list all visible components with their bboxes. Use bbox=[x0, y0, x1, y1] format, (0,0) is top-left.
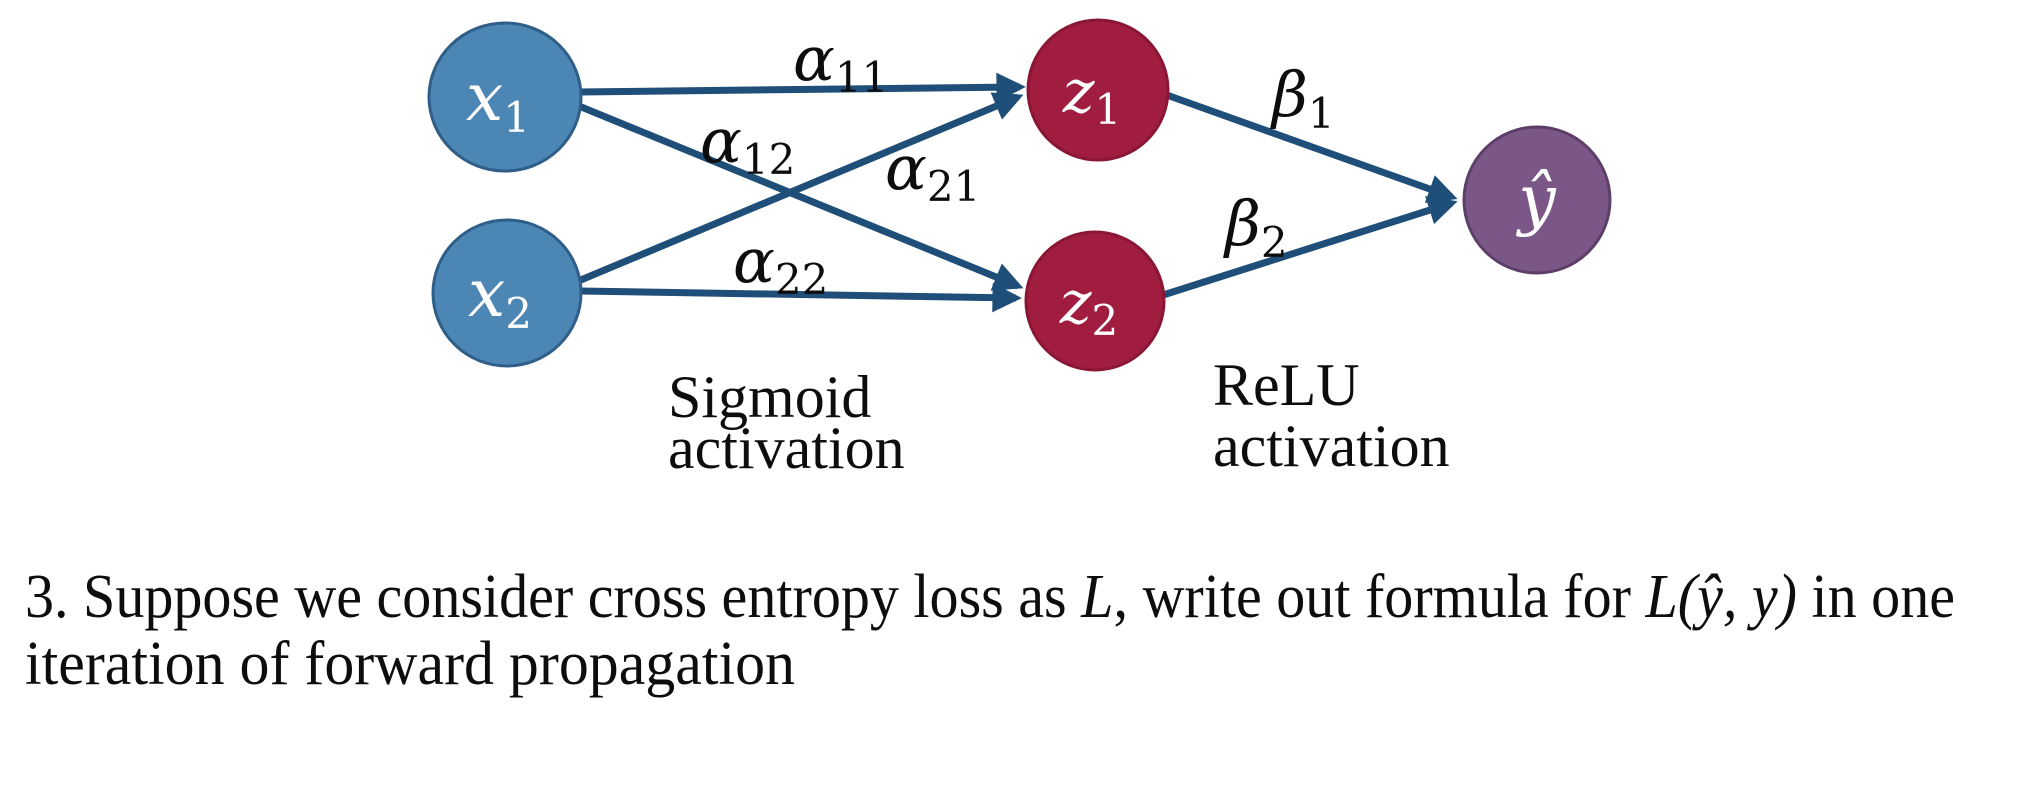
input-node-x2 bbox=[431, 218, 583, 368]
weight-label-b2: β2 bbox=[1223, 187, 1288, 267]
edge-z1-yhat bbox=[1162, 90, 1458, 203]
hidden-node-z1 bbox=[1026, 18, 1170, 162]
weight-label-a21: α21 bbox=[885, 131, 980, 211]
a11-base: α bbox=[793, 22, 835, 95]
a12-base: α bbox=[700, 104, 742, 177]
x2-sub: 2 bbox=[505, 289, 532, 338]
relu-activation-label-line1: ReLU bbox=[1213, 352, 1360, 418]
a22-base: α bbox=[733, 224, 775, 297]
z1-sub: 1 bbox=[1094, 85, 1121, 134]
a11-sub: 11 bbox=[835, 53, 888, 102]
z2-sub: 2 bbox=[1091, 296, 1118, 345]
input-node-x1 bbox=[427, 21, 583, 173]
a12-sub: 12 bbox=[742, 135, 795, 184]
question-loss-expression: L(ŷ, y) bbox=[1645, 563, 1797, 631]
edge-group bbox=[572, 72, 1458, 313]
weight-label-a22: α22 bbox=[733, 224, 828, 304]
relu-activation-label-line2: activation bbox=[1213, 413, 1450, 479]
node-label-x2: x2 bbox=[468, 255, 532, 338]
yhat-base: ŷ bbox=[1515, 161, 1556, 238]
sigmoid-activation-label-line2: activation bbox=[668, 415, 905, 481]
output-node-yhat bbox=[1462, 125, 1612, 275]
a21-sub: 21 bbox=[927, 162, 980, 211]
z2-base: z bbox=[1059, 268, 1092, 338]
b1-base: β bbox=[1270, 58, 1308, 131]
edge-x1-z2 bbox=[572, 100, 1024, 291]
weight-label-a11: α11 bbox=[793, 22, 888, 102]
question-text-line1: 3. Suppose we consider cross entropy los… bbox=[25, 563, 1955, 631]
edge-x2-z2 bbox=[579, 282, 1022, 313]
edge-x2-z1 bbox=[574, 92, 1024, 286]
hidden-node-z2 bbox=[1024, 230, 1166, 372]
node-label-z1: z1 bbox=[1062, 57, 1121, 134]
question-text-line2: iteration of forward propagation bbox=[25, 630, 795, 698]
weight-label-a12: α12 bbox=[700, 104, 795, 184]
b1-sub: 1 bbox=[1308, 89, 1335, 138]
z1-base: z bbox=[1062, 57, 1095, 127]
node-label-z2: z2 bbox=[1059, 268, 1118, 345]
x1-base: x bbox=[466, 59, 503, 136]
question-suffix: in one bbox=[1797, 563, 1955, 631]
node-label-yhat: ŷ bbox=[1515, 161, 1556, 238]
a21-base: α bbox=[885, 131, 927, 204]
question-loss-symbol: L bbox=[1080, 563, 1113, 631]
b2-sub: 2 bbox=[1261, 218, 1288, 267]
weight-label-b1: β1 bbox=[1270, 58, 1335, 138]
question-prefix: 3. Suppose we consider cross entropy los… bbox=[25, 563, 1081, 631]
sigmoid-activation-label-line1: Sigmoid bbox=[668, 364, 871, 430]
edge-x1-z1 bbox=[577, 72, 1026, 102]
x2-base: x bbox=[468, 255, 505, 332]
node-label-x1: x1 bbox=[466, 59, 530, 142]
x1-sub: 1 bbox=[503, 93, 530, 142]
edge-z2-yhat bbox=[1158, 196, 1458, 300]
b2-base: β bbox=[1223, 187, 1261, 260]
a22-sub: 22 bbox=[775, 255, 828, 304]
question-middle: , write out formula for bbox=[1113, 563, 1645, 631]
